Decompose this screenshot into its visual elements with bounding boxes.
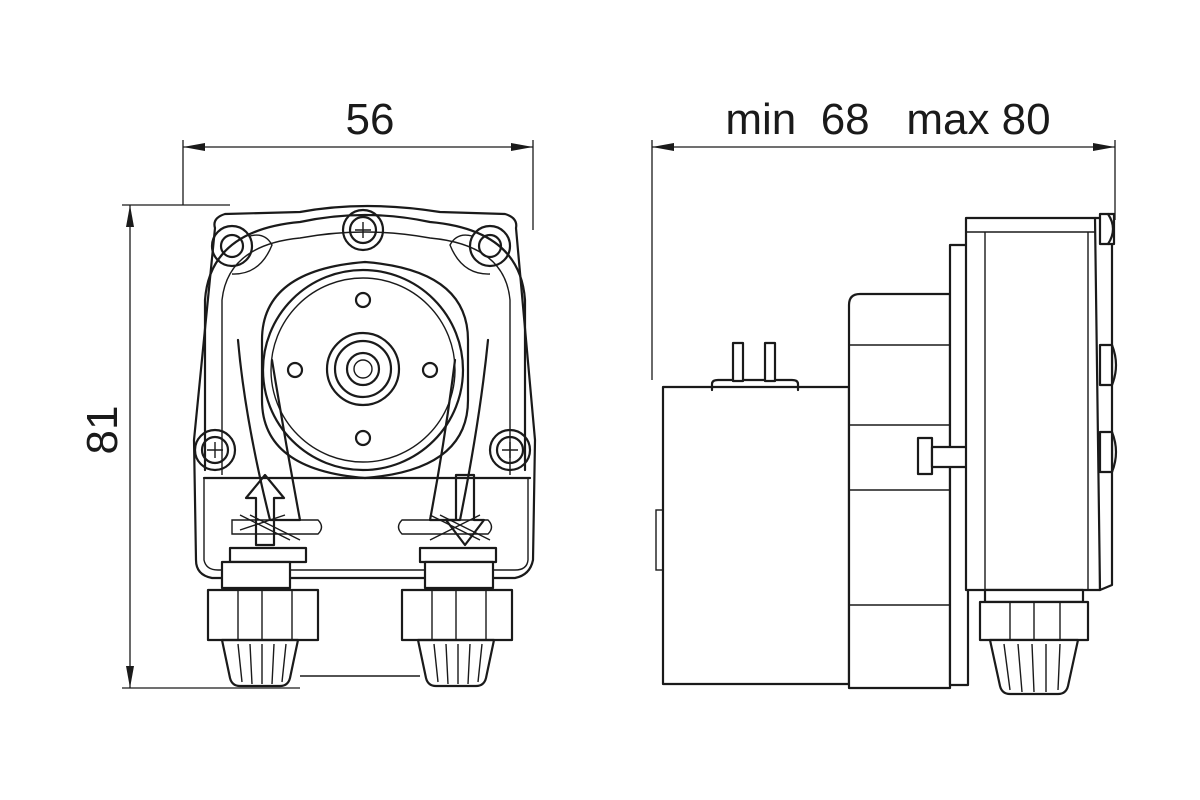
screw-right [488, 428, 532, 472]
pump-side-view [655, 212, 1118, 696]
connector-side [978, 588, 1090, 696]
dimension-height-81: 81 [78, 204, 300, 689]
depth-value: min 68 max 80 [725, 95, 1050, 144]
screw-top [341, 208, 385, 252]
arrow-down-icon [444, 473, 486, 547]
screw-left [193, 428, 237, 472]
pump-front-view [192, 204, 537, 688]
dimension-width-56: 56 [182, 95, 534, 230]
connector-right [400, 560, 514, 688]
height-value: 81 [78, 406, 127, 455]
dimension-depth: min 68 max 80 [651, 95, 1116, 380]
arrow-up-icon [244, 473, 286, 547]
width-value: 56 [346, 95, 395, 144]
connector-left [206, 560, 320, 688]
